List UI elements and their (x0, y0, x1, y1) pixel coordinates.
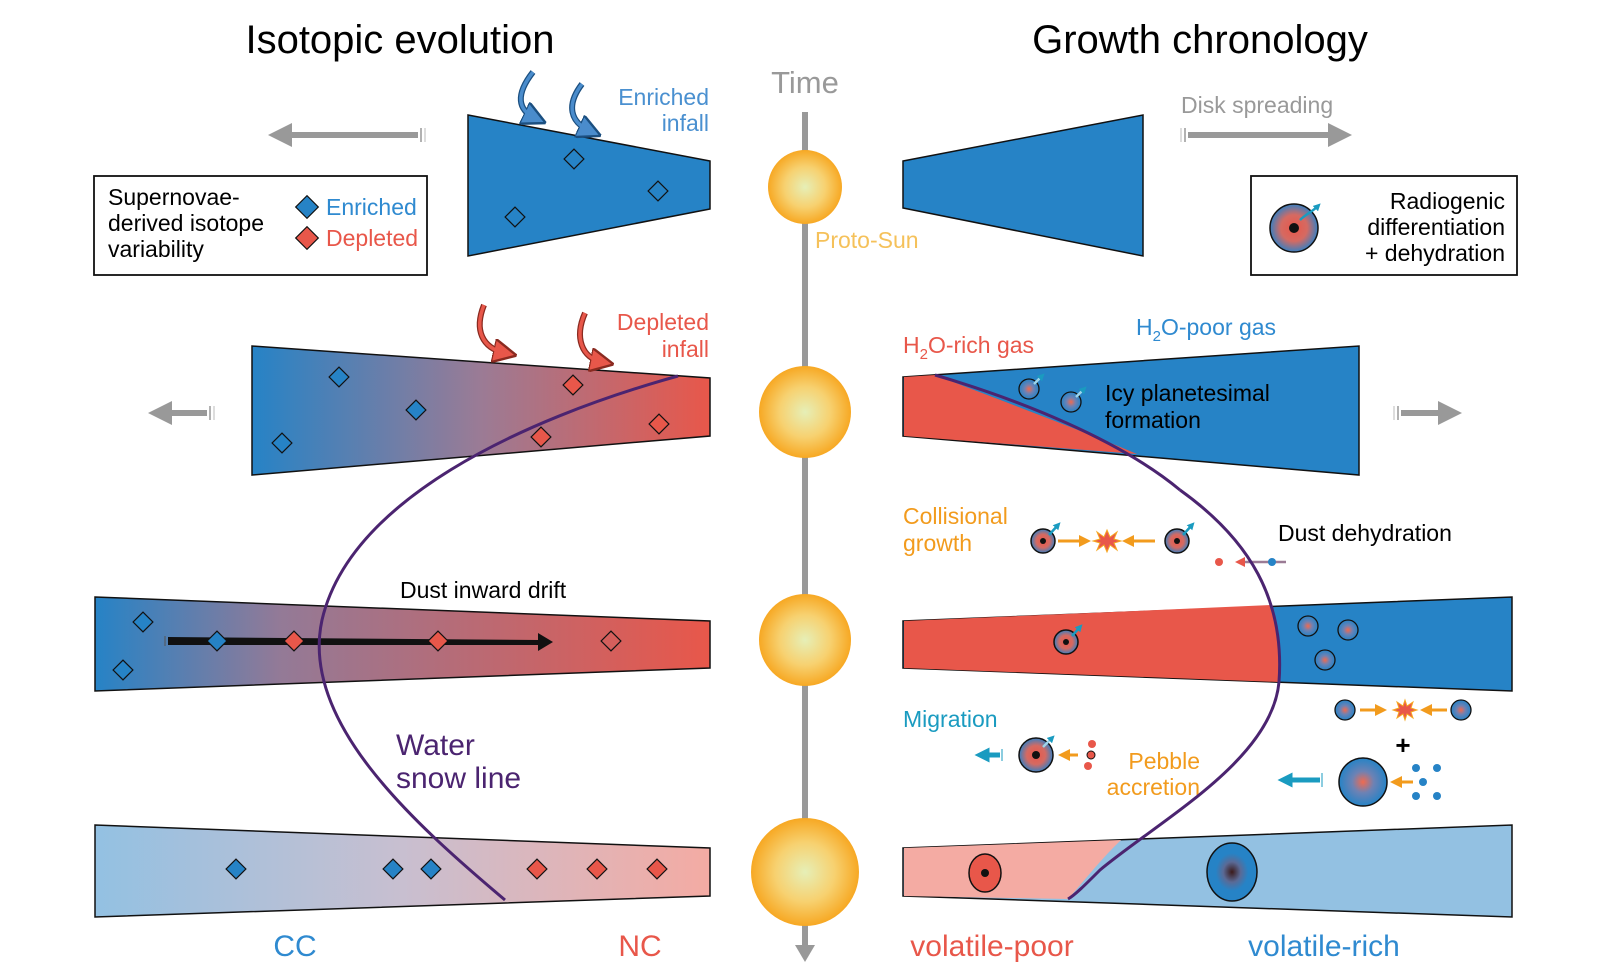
depleted-infall-arrows (476, 303, 602, 362)
h2o-rich-region-row2 (904, 375, 1137, 454)
collisional-growth-graphic (1030, 522, 1195, 554)
right-snow-line-row2 (934, 373, 1181, 492)
svg-text:Radiogenic: Radiogenic (1390, 188, 1505, 214)
icy-planetesimal-label-1: Icy planetesimal (1105, 380, 1270, 406)
proto-sun-3 (759, 594, 851, 686)
left-title: Isotopic evolution (245, 18, 554, 62)
pebble-accretion-label-2: accretion (1107, 774, 1200, 800)
pebble-accretion-label-1: Pebble (1128, 748, 1200, 774)
left-disk-spreading-arrow-row2 (148, 401, 215, 425)
right-title: Growth chronology (1032, 18, 1368, 62)
svg-text:Supernovae-: Supernovae- (108, 184, 240, 210)
volatile-poor-body (968, 853, 1002, 893)
svg-text:variability: variability (108, 236, 204, 262)
left-water-snow-line (317, 374, 679, 902)
time-label: Time (771, 65, 839, 100)
right-water-snow-line (1067, 488, 1282, 901)
nc-label: NC (618, 930, 661, 963)
row3-bodies (1053, 615, 1359, 671)
disk-spreading-label: Disk spreading (1181, 92, 1333, 118)
outer-pebble-accretion-graphic (1277, 757, 1441, 807)
collisional-growth-label-1: Collisional (903, 503, 1008, 529)
dust-dehydration-graphic (1215, 557, 1286, 567)
timeline-arrowhead (795, 945, 815, 962)
left-disk-row4 (94, 824, 711, 918)
svg-text:+ dehydration: + dehydration (1365, 240, 1505, 266)
collision-burst-icon (1091, 528, 1123, 554)
proto-sun-4 (751, 818, 859, 926)
proto-sun-label: Proto-Sun (815, 227, 919, 253)
row2-diamonds (271, 366, 670, 454)
depleted-legend-icon (294, 225, 320, 251)
icy-planetesimals (1018, 373, 1087, 413)
left-disk-row2 (251, 345, 711, 476)
migration-label: Migration (903, 706, 998, 732)
volatile-rich-body (1206, 842, 1258, 902)
volatile-poor-label: volatile-poor (910, 930, 1073, 963)
icy-planetesimal-label-2: formation (1105, 407, 1201, 433)
row1-diamonds (504, 148, 669, 228)
snow-line-label-2: snow line (396, 762, 521, 795)
dust-inward-drift-label: Dust inward drift (400, 577, 567, 603)
cc-label: CC (273, 930, 316, 963)
h2o-rich-region-row3 (904, 605, 1280, 682)
proto-sun-1 (768, 150, 842, 224)
enriched-infall-label-2: infall (662, 110, 709, 136)
left-disk-spreading-arrow-row1 (268, 123, 426, 147)
collisional-growth-label-2: growth (903, 530, 972, 556)
h2o-rich-gas-label: H2O-rich gas (903, 332, 1034, 363)
enriched-infall-label-1: Enriched (618, 84, 709, 110)
row4-diamonds (225, 858, 668, 880)
inner-pebble-accretion-graphic (974, 735, 1096, 773)
depleted-infall-label-1: Depleted (617, 309, 709, 335)
left-disk-row1 (467, 114, 711, 257)
radiogenic-legend: Radiogenic differentiation + dehydration (1250, 175, 1518, 276)
enriched-infall-arrows (517, 70, 590, 131)
right-disk-row1 (902, 114, 1144, 257)
plus-sign: + (1395, 730, 1410, 760)
disk-spreading-arrow-row1 (1180, 123, 1352, 147)
proto-sun-2 (759, 366, 851, 458)
svg-text:derived isotope: derived isotope (108, 210, 264, 236)
disk-spreading-arrow-row2 (1393, 401, 1462, 425)
volatile-rich-label: volatile-rich (1248, 930, 1400, 963)
volatile-poor-region (904, 840, 1121, 899)
enriched-legend-label: Enriched (326, 194, 417, 220)
depleted-infall-label-2: infall (662, 336, 709, 362)
row3-diamonds (112, 611, 622, 681)
h2o-poor-gas-label: H2O-poor gas (1136, 314, 1276, 345)
depleted-legend-label: Depleted (326, 225, 418, 251)
enriched-legend-icon (294, 194, 320, 220)
drift-arrow (164, 633, 553, 651)
isotope-legend: Supernovae- derived isotope variability … (93, 175, 428, 276)
outer-collision-graphic (1334, 698, 1472, 722)
dust-dehydration-label: Dust dehydration (1278, 520, 1452, 546)
differentiated-body-icon (1269, 203, 1321, 253)
snow-line-label-1: Water (396, 729, 475, 762)
svg-text:differentiation: differentiation (1367, 214, 1505, 240)
